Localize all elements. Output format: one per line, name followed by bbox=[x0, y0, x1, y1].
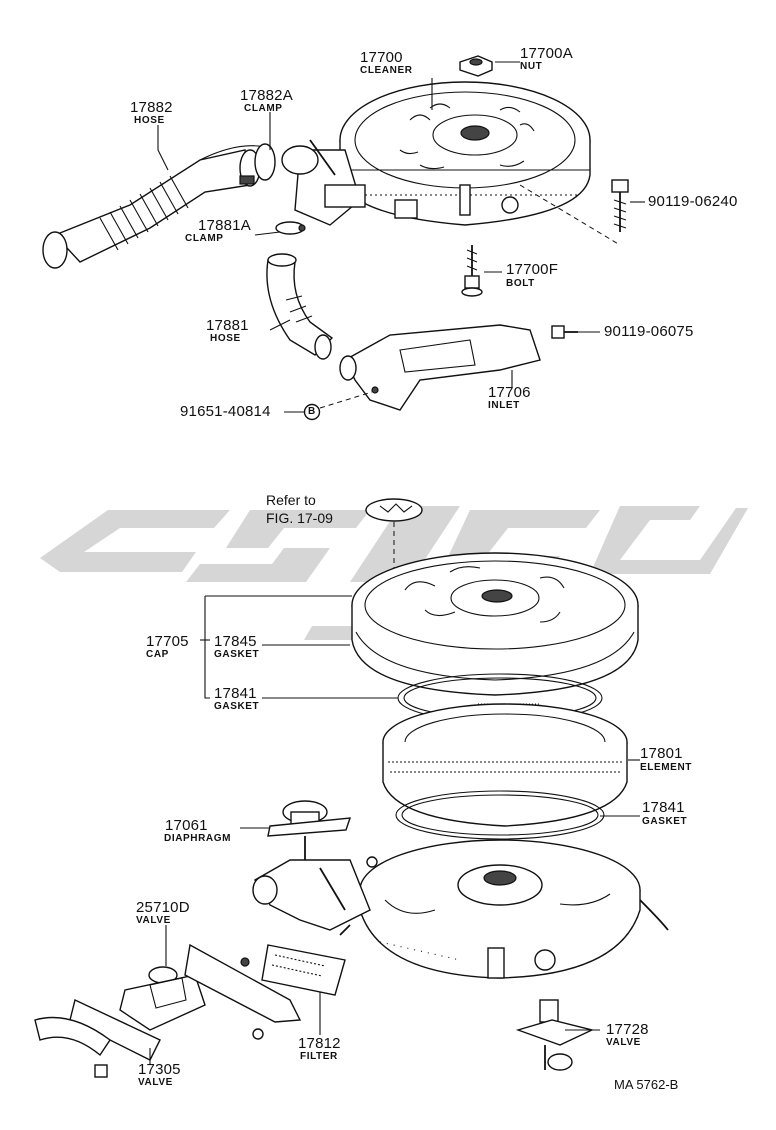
label-17882-number: 17882 bbox=[130, 99, 173, 116]
element-17801 bbox=[382, 703, 628, 827]
label-17801-name: ELEMENT bbox=[640, 762, 692, 773]
label-91651-40814: 91651-40814 bbox=[180, 403, 271, 420]
label-17706-name: INLET bbox=[488, 400, 520, 411]
decal-label bbox=[365, 498, 423, 522]
label-17700A-name: NUT bbox=[520, 61, 543, 72]
marker-b-letter: B bbox=[308, 406, 316, 417]
hose-17882 bbox=[42, 145, 271, 269]
label-17882-name: HOSE bbox=[134, 115, 165, 126]
label-17700F-name: BOLT bbox=[506, 278, 535, 289]
label-17700F-number: 17700F bbox=[506, 261, 559, 278]
label-17881-name: HOSE bbox=[210, 333, 241, 344]
bolt-90119-06075 bbox=[551, 325, 578, 339]
label-17705-name: CAP bbox=[146, 649, 169, 660]
leader-lines-top bbox=[157, 61, 645, 413]
label-25710D-number: 25710D bbox=[136, 899, 190, 916]
clamp-17881A bbox=[275, 221, 306, 235]
label-17882A-number: 17882A bbox=[240, 87, 293, 104]
cleaner-housing bbox=[252, 839, 669, 979]
clamp-17882A bbox=[239, 143, 276, 187]
watermark-logo bbox=[40, 506, 748, 640]
nut-17700A bbox=[459, 55, 493, 77]
label-17706-number: 17706 bbox=[488, 384, 531, 401]
label-17841-top-name: GASKET bbox=[214, 701, 260, 712]
bolt-90119-06240 bbox=[611, 179, 629, 232]
label-17305-number: 17305 bbox=[138, 1061, 181, 1078]
label-17882A-name: CLAMP bbox=[244, 103, 283, 114]
label-17841-bottom-name: GASKET bbox=[642, 816, 688, 827]
gasket-plate bbox=[184, 943, 302, 1040]
label-17881-number: 17881 bbox=[206, 317, 249, 334]
refer-text-line2: FIG. 17-09 bbox=[266, 510, 333, 526]
filter-17812 bbox=[261, 944, 346, 996]
marker-b-circle bbox=[303, 403, 321, 421]
label-17801-number: 17801 bbox=[640, 745, 683, 762]
air-cleaner-assembly bbox=[281, 81, 591, 226]
label-17700-number: 17700 bbox=[360, 49, 403, 66]
label-17812-number: 17812 bbox=[298, 1035, 341, 1052]
cap-17705 bbox=[351, 552, 639, 696]
leader-lines-bottom bbox=[149, 595, 640, 1065]
label-17700A-number: 17700A bbox=[520, 45, 573, 62]
leader-dashed-a bbox=[519, 184, 621, 246]
label-25710D-name: VALVE bbox=[136, 915, 171, 926]
label-17845-name: GASKET bbox=[214, 649, 260, 660]
label-90119-06240: 90119-06240 bbox=[648, 193, 738, 210]
figure-code: MA 5762-B bbox=[614, 1077, 679, 1092]
refer-text-line1: Refer to bbox=[266, 492, 316, 508]
label-17841-bottom-number: 17841 bbox=[642, 799, 685, 816]
label-17728-name: VALVE bbox=[606, 1037, 641, 1048]
label-17812-name: FILTER bbox=[300, 1051, 338, 1062]
label-17881A-number: 17881A bbox=[198, 217, 251, 234]
valve-25710D bbox=[119, 966, 206, 1031]
label-17305-name: VALVE bbox=[138, 1077, 173, 1088]
bolt-17700F bbox=[461, 245, 483, 297]
label-90119-06075: 90119-06075 bbox=[604, 323, 694, 340]
label-17061-name: DIAPHRAGM bbox=[164, 833, 232, 844]
label-17728-number: 17728 bbox=[606, 1021, 649, 1038]
diaphragm-17061 bbox=[267, 800, 352, 860]
inlet-17706 bbox=[339, 324, 541, 411]
gasket-17841-bottom bbox=[395, 790, 605, 840]
label-17841-top-number: 17841 bbox=[214, 685, 257, 702]
label-17700-name: CLEANER bbox=[360, 65, 413, 76]
valve-17728 bbox=[515, 999, 595, 1071]
label-17061-number: 17061 bbox=[165, 817, 208, 834]
hose-17881 bbox=[266, 253, 334, 360]
label-17845-number: 17845 bbox=[214, 633, 257, 650]
label-17881A-name: CLAMP bbox=[185, 233, 224, 244]
label-17705-number: 17705 bbox=[146, 633, 189, 650]
